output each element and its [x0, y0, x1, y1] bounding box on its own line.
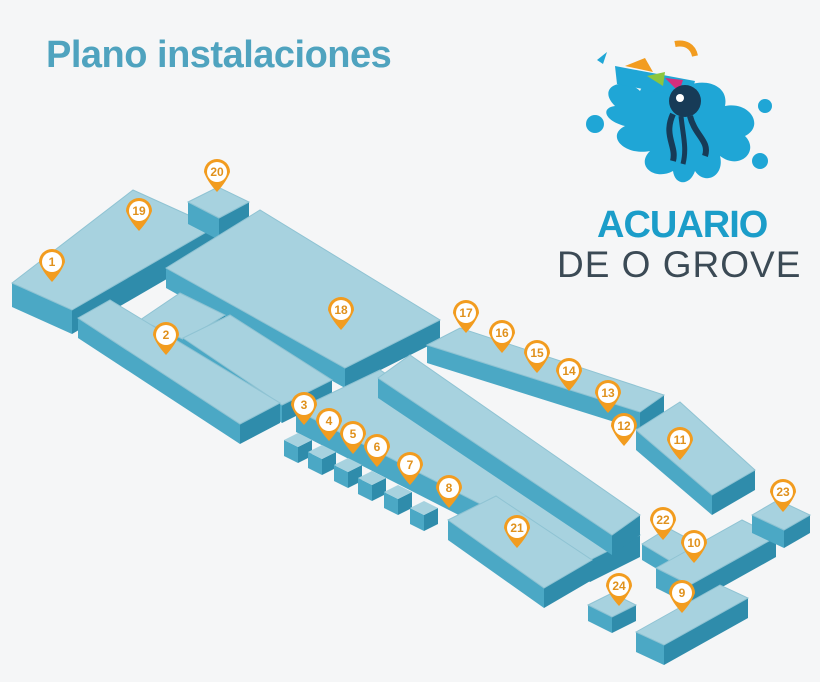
marker-label: 9: [679, 586, 686, 600]
building-blocks: [11, 186, 812, 665]
marker-label: 4: [326, 414, 333, 428]
block-11: [635, 401, 756, 515]
marker-24[interactable]: 24: [606, 573, 632, 606]
marker-2[interactable]: 2: [153, 322, 179, 355]
marker-3[interactable]: 3: [291, 392, 317, 425]
marker-label: 12: [617, 419, 631, 433]
block-right-upper: [377, 354, 641, 555]
marker-inner: [156, 325, 176, 345]
small-room-7: [384, 485, 412, 515]
marker-18[interactable]: 18: [328, 297, 354, 330]
marker-15[interactable]: 15: [524, 340, 550, 373]
marker-inner: [331, 300, 351, 320]
marker-inner: [773, 482, 793, 502]
marker-label: 3: [301, 398, 308, 412]
marker-inner: [294, 395, 314, 415]
marker-label: 2: [163, 328, 170, 342]
marker-label: 15: [530, 346, 544, 360]
marker-label: 24: [612, 579, 626, 593]
marker-21[interactable]: 21: [504, 515, 530, 548]
marker-inner: [439, 478, 459, 498]
marker-label: 11: [674, 433, 687, 447]
marker-label: 8: [446, 481, 453, 495]
marker-inner: [609, 576, 629, 596]
acuario-logo: ACUARIO DE O GROVE: [555, 36, 805, 286]
marker-1[interactable]: 1: [39, 249, 65, 282]
block-23: [750, 499, 812, 548]
marker-22[interactable]: 22: [650, 507, 676, 540]
marker-inner: [129, 201, 149, 221]
marker-label: 18: [334, 303, 348, 317]
marker-20[interactable]: 20: [204, 159, 230, 192]
small-room-8: [410, 501, 438, 531]
logo-text-de-o-grove: DE O GROVE: [557, 244, 802, 285]
marker-inner: [527, 343, 547, 363]
marker-inner: [343, 424, 363, 444]
marker-6[interactable]: 6: [364, 434, 390, 467]
marker-label: 5: [350, 427, 357, 441]
marker-8[interactable]: 8: [436, 475, 462, 508]
marker-label: 21: [510, 521, 524, 535]
marker-inner: [614, 416, 634, 436]
marker-inner: [456, 303, 476, 323]
marker-label: 17: [459, 306, 473, 320]
marker-inner: [559, 361, 579, 381]
marker-inner: [319, 411, 339, 431]
marker-label: 16: [495, 326, 509, 340]
marker-label: 7: [407, 458, 414, 472]
marker-label: 22: [656, 513, 670, 527]
marker-10[interactable]: 10: [681, 530, 707, 563]
marker-label: 14: [562, 364, 576, 378]
marker-16[interactable]: 16: [489, 320, 515, 353]
marker-label: 1: [49, 255, 56, 269]
marker-23[interactable]: 23: [770, 479, 796, 512]
marker-13[interactable]: 13: [595, 380, 621, 413]
marker-19[interactable]: 19: [126, 198, 152, 231]
marker-label: 10: [687, 536, 701, 550]
block-18: [165, 209, 442, 388]
marker-inner: [507, 518, 527, 538]
marker-inner: [670, 430, 690, 450]
squid-splash-icon: [586, 40, 772, 183]
marker-label: 6: [374, 440, 381, 454]
marker-inner: [42, 252, 62, 272]
small-room-6: [358, 471, 386, 501]
marker-11[interactable]: 11: [667, 427, 693, 460]
marker-inner: [207, 162, 227, 182]
marker-4[interactable]: 4: [316, 408, 342, 441]
marker-14[interactable]: 14: [556, 358, 582, 391]
marker-7[interactable]: 7: [397, 452, 423, 485]
marker-inner: [492, 323, 512, 343]
marker-12[interactable]: 12: [611, 413, 637, 446]
marker-label: 23: [776, 485, 790, 499]
marker-17[interactable]: 17: [453, 300, 479, 333]
marker-inner: [684, 533, 704, 553]
marker-5[interactable]: 5: [340, 421, 366, 454]
marker-inner: [367, 437, 387, 457]
marker-inner: [672, 583, 692, 603]
marker-label: 20: [210, 165, 224, 179]
logo-text-acuario: ACUARIO: [597, 204, 768, 246]
marker-inner: [598, 383, 618, 403]
marker-label: 19: [132, 204, 146, 218]
small-room-4: [308, 445, 336, 475]
marker-inner: [653, 510, 673, 530]
marker-9[interactable]: 9: [669, 580, 695, 613]
block-1-strip: [77, 299, 282, 444]
marker-label: 13: [601, 386, 615, 400]
block-9: [634, 584, 750, 665]
page-title: Plano instalaciones: [46, 34, 392, 76]
block-24: [586, 592, 638, 633]
marker-inner: [400, 455, 420, 475]
